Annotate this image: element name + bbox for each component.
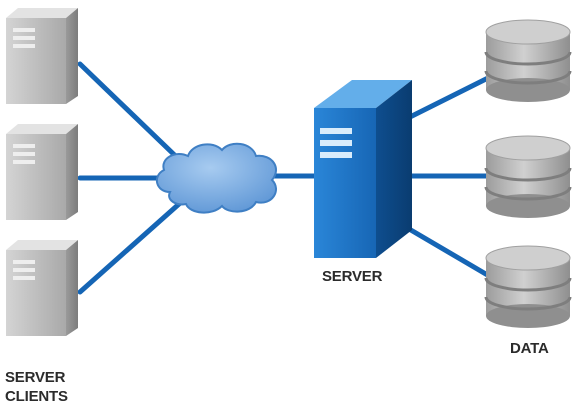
data-label: DATA	[510, 340, 549, 357]
server-clients-label: SERVER CLIENTS	[5, 368, 68, 406]
cloud-icon	[155, 142, 277, 214]
link-server-database-1	[401, 71, 499, 123]
client-1-icon	[6, 8, 78, 104]
server-clients-label-line1: SERVER	[5, 369, 66, 386]
database-2-icon	[484, 135, 572, 218]
link-client-3-cloud	[77, 193, 191, 295]
link-server-database-3	[401, 223, 499, 283]
client-3-icon	[6, 240, 78, 336]
server-icon	[314, 80, 412, 258]
database-3-icon	[484, 245, 572, 328]
client-2-icon	[6, 124, 78, 220]
server-label: SERVER	[322, 268, 383, 285]
database-1-icon	[484, 19, 572, 102]
server-clients-label-line2: CLIENTS	[5, 388, 68, 405]
link-client-1-cloud	[77, 61, 191, 171]
connection-lines	[77, 61, 499, 295]
